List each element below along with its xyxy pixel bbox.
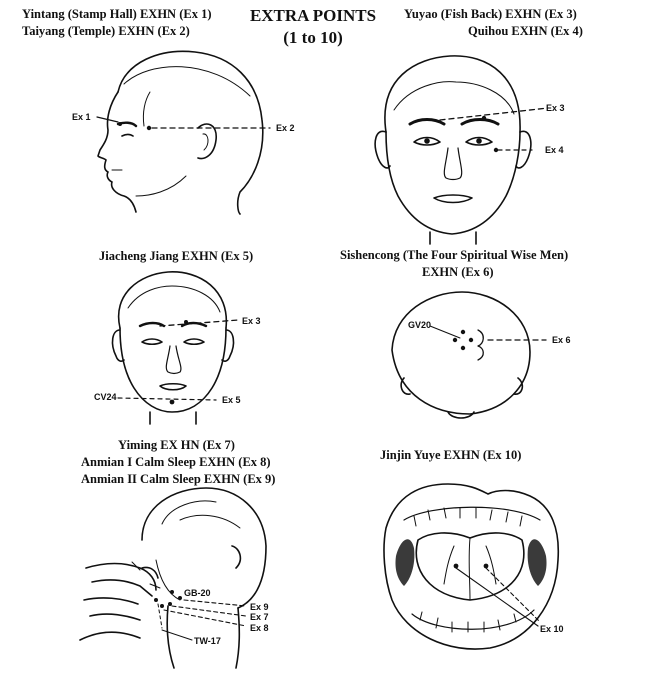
- front-face-illustration-top: [374, 55, 532, 245]
- ex2-point: [146, 125, 152, 131]
- ex6-point-bottom: [460, 345, 466, 351]
- label-ex7: Ex 7: [250, 612, 269, 622]
- label-ex4: Ex 4: [545, 145, 564, 155]
- label-ex6: Ex 6: [552, 335, 571, 345]
- header-yuyao-ex3: Yuyao (Fish Back) EXHN (Ex 3): [404, 7, 577, 21]
- profile-head-illustration: [97, 50, 264, 215]
- ex3-point-b: [184, 320, 188, 324]
- header-sishencong-ex6-line2: EXHN (Ex 6): [422, 265, 494, 279]
- ex4-point: [493, 147, 499, 153]
- header-sishencong-ex6-line1: Sishencong (The Four Spiritual Wise Men): [340, 248, 569, 262]
- ex5-markers: [117, 319, 239, 405]
- ex6-point-right: [468, 337, 474, 343]
- back-head-illustration: [79, 487, 267, 669]
- front-face-illustration-middle: [111, 271, 235, 425]
- ex10-point-left: [453, 563, 459, 569]
- ex6-markers: [429, 325, 547, 351]
- label-gb20: GB-20: [184, 588, 211, 598]
- header-jiacheng-ex5: Jiacheng Jiang EXHN (Ex 5): [99, 249, 254, 263]
- label-ex3: Ex 3: [546, 103, 565, 113]
- top-head-illustration: [391, 291, 531, 419]
- ex10-markers: [453, 563, 541, 627]
- header-taiyang-ex2: Taiyang (Temple) EXHN (Ex 2): [22, 24, 190, 38]
- header-anmian1-ex8: Anmian I Calm Sleep EXHN (Ex 8): [81, 455, 271, 469]
- tw17-point: [154, 598, 158, 602]
- open-mouth-illustration: [383, 483, 560, 650]
- header-jinjin-ex10: Jinjin Yuye EXHN (Ex 10): [380, 448, 522, 462]
- gb20-point: [170, 590, 174, 594]
- header-yintang-taiyang-ex1: Yintang (Stamp Hall) EXHN (Ex 1): [22, 7, 212, 21]
- header-yiming-ex7: Yiming EX HN (Ex 7): [118, 438, 235, 452]
- label-ex10: Ex 10: [540, 624, 564, 634]
- label-cv24: CV24: [94, 392, 117, 402]
- label-ex8: Ex 8: [250, 623, 269, 633]
- ex9-point: [178, 596, 182, 600]
- ex7-point: [168, 602, 172, 606]
- ex7-ex9-markers: [154, 590, 247, 641]
- label-tw17: TW-17: [194, 636, 221, 646]
- ex3-ex4-markers: [439, 107, 549, 153]
- ex5-point: [169, 399, 175, 405]
- header-quihou-ex4: Quihou EXHN (Ex 4): [468, 24, 583, 38]
- label-ex1: Ex 1: [72, 112, 91, 122]
- page-subtitle: (1 to 10): [283, 28, 343, 47]
- ex1-point: [118, 122, 122, 126]
- ex8-point: [160, 604, 164, 608]
- label-gv20: GV20: [408, 320, 431, 330]
- label-ex2: Ex 2: [276, 123, 295, 133]
- ex3-point: [481, 115, 487, 121]
- ex6-point-top: [460, 329, 466, 335]
- ex1-ex2-markers: [96, 116, 271, 131]
- ex6-point-left: [452, 337, 458, 343]
- ex10-point-right: [483, 563, 489, 569]
- header-anmian2-ex9: Anmian II Calm Sleep EXHN (Ex 9): [81, 472, 276, 486]
- label-ex9: Ex 9: [250, 602, 269, 612]
- label-ex5: Ex 5: [222, 395, 241, 405]
- label-ex3-b: Ex 3: [242, 316, 261, 326]
- page-title: EXTRA POINTS: [249, 6, 377, 25]
